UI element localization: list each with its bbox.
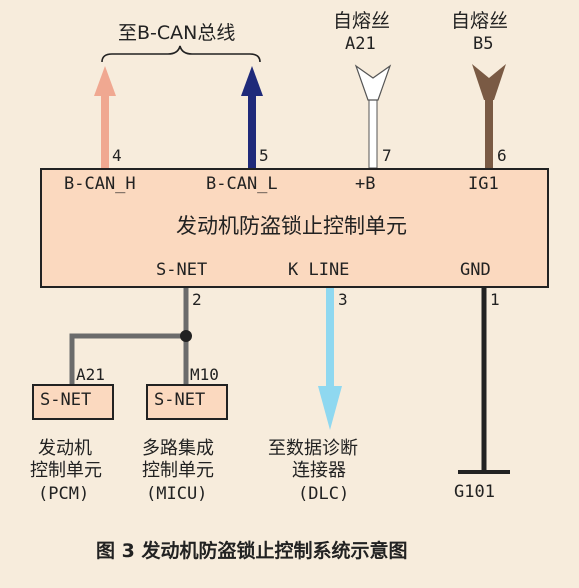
pin-label-s-net: S-NET xyxy=(156,260,208,280)
pin-number: 4 xyxy=(112,146,122,165)
ig1-wire xyxy=(485,96,493,168)
bus-label: 至B-CAN总线 xyxy=(118,22,236,44)
pcm-connector-box xyxy=(32,384,114,420)
pin-label-k-line: K LINE xyxy=(288,260,350,280)
pin-number: 7 xyxy=(382,146,392,165)
pcm-pin-label: A21 xyxy=(76,365,105,384)
micu-name-line2: 控制单元 xyxy=(142,460,214,481)
k-line-wire xyxy=(326,288,334,388)
fuse-b5-code: B5 xyxy=(473,34,494,54)
dlc-line1: 至数据诊断 xyxy=(268,438,358,459)
ground-label: G101 xyxy=(454,482,495,502)
plus-b-wire xyxy=(368,95,378,169)
pin-label-can-l: B-CAN_L xyxy=(206,174,278,194)
pin-number: 6 xyxy=(497,146,507,165)
can-h-arrow xyxy=(94,66,116,96)
pcm-name-line2: 控制单元 xyxy=(30,460,102,481)
main-unit-name: 发动机防盗锁止控制单元 xyxy=(176,214,407,238)
pin-number: 2 xyxy=(192,290,202,309)
main-control-unit xyxy=(40,168,549,288)
pcm-name-line1: 发动机 xyxy=(38,438,92,459)
bus-brace xyxy=(101,45,261,63)
figure-caption: 图 3 发动机防盗锁止控制系统示意图 xyxy=(96,540,408,562)
micu-name-line1: 多路集成 xyxy=(142,438,214,459)
can-l-arrow xyxy=(241,66,263,96)
pin-number: 3 xyxy=(338,290,348,309)
s-net-wire-branch xyxy=(69,333,186,384)
pin-label-can-h: B-CAN_H xyxy=(64,174,136,194)
pcm-name-line3: (PCM) xyxy=(38,484,90,504)
micu-name-line3: (MICU) xyxy=(146,484,208,504)
pin-number: 1 xyxy=(490,290,500,309)
pin-number: 5 xyxy=(259,146,269,165)
pin-label-ig1: IG1 xyxy=(468,174,499,194)
dlc-line2: 连接器 xyxy=(292,460,346,481)
pcm-box-label: S-NET xyxy=(40,390,92,410)
pin-label-gnd: GND xyxy=(460,260,491,280)
fuse-b5-title: 自熔丝 xyxy=(451,10,509,32)
fuse-a21-tail-icon xyxy=(354,64,392,101)
micu-connector-box xyxy=(146,384,228,420)
fuse-a21-title: 自熔丝 xyxy=(333,10,391,32)
s-net-junction xyxy=(180,330,192,342)
micu-pin-label: M10 xyxy=(190,365,219,384)
k-line-arrow xyxy=(318,386,342,430)
fuse-a21-code: A21 xyxy=(345,34,376,54)
dlc-line3: (DLC) xyxy=(298,484,350,504)
pin-label-plus-b: +B xyxy=(355,174,376,194)
fuse-b5-tail-icon xyxy=(472,64,506,100)
micu-box-label: S-NET xyxy=(154,390,206,410)
